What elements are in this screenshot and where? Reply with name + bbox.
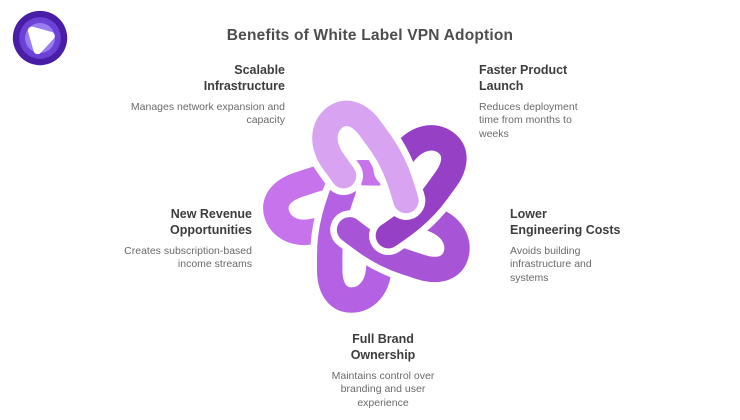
callout-description: Creates subscription-based income stream…: [124, 244, 252, 271]
callout-description: Maintains control over branding and user…: [331, 369, 435, 410]
callout-scalable-infrastructure: Scalable Infrastructure Manages network …: [125, 62, 285, 128]
callout-heading: Scalable Infrastructure: [203, 63, 285, 94]
page-title: Benefits of White Label VPN Adoption: [226, 27, 514, 44]
callout-new-revenue-opportunities: New Revenue Opportunities Creates subscr…: [120, 206, 252, 272]
callout-description: Manages network expansion and capacity: [130, 100, 285, 127]
vpn-brand-logo-icon[interactable]: [11, 9, 69, 67]
callout-description: Avoids building infrastructure and syste…: [510, 244, 592, 285]
callout-heading: Full Brand Ownership: [350, 332, 416, 363]
callout-faster-product-launch: Faster Product Launch Reduces deployment…: [479, 62, 594, 142]
callout-heading: Faster Product Launch: [479, 63, 568, 94]
callout-heading: Lower Engineering Costs: [510, 207, 621, 238]
callout-description: Reduces deployment time from months to w…: [479, 100, 578, 141]
interlocking-loops-diagram: [261, 94, 485, 318]
callout-heading: New Revenue Opportunities: [170, 207, 252, 238]
logo-play-glyph: [27, 26, 55, 55]
callout-lower-engineering-costs: Lower Engineering Costs Avoids building …: [510, 206, 632, 286]
callout-full-brand-ownership: Full Brand Ownership Maintains control o…: [318, 331, 448, 411]
